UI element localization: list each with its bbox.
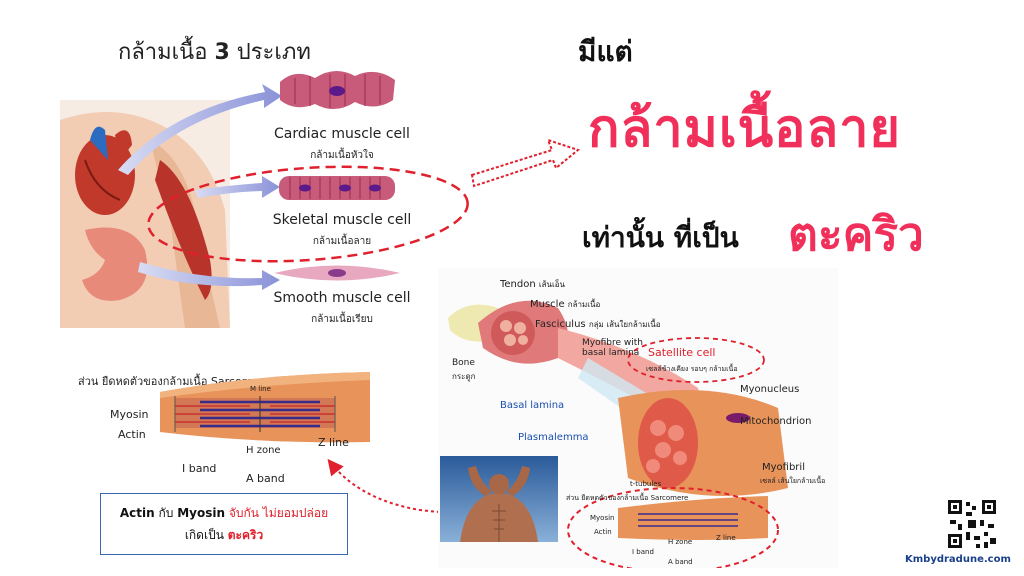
actin-label: Actin	[118, 428, 146, 441]
headline-big: กล้ามเนื้อลาย	[588, 99, 901, 159]
i-band-label: I band	[182, 462, 217, 475]
satellite-label: Satellite cell	[648, 346, 716, 359]
tendon-label: Tendon เส้นเอ็น	[500, 279, 565, 290]
body-illustration	[60, 100, 230, 328]
arrow-to-headline	[470, 138, 581, 188]
myofibre-label-1: Myofibre with	[582, 338, 643, 348]
arrow-to-cardiac	[118, 84, 282, 175]
myofibril-th-label: เซลล์ เส้นใยกล้ามเนื้อ	[760, 477, 826, 485]
myosin-small-label: Myosin	[590, 514, 615, 522]
heart-icon	[75, 126, 135, 215]
fasciculus-label: Fasciculus กลุ่ม เส้นใยกล้ามเนื้อ	[535, 319, 661, 330]
skeletal-label: Skeletal muscle cell	[272, 212, 412, 228]
left-title: กล้ามเนื้อ 3 ประเภท	[118, 40, 311, 65]
mitochondrion-label: Mitochondrion	[740, 416, 812, 427]
smooth-label: Smooth muscle cell	[273, 290, 411, 306]
hzone-small-label: H zone	[668, 538, 693, 546]
satellite-th-label: เซลล์ข้างเคียง รอบๆ กล้ามเนื้อ	[646, 365, 738, 373]
website-label: Kmbydradune.com	[905, 554, 1011, 565]
skeletal-cell-icon	[279, 176, 395, 200]
arrow-to-sarcomere	[327, 458, 571, 514]
smooth-sub: กล้ามเนื้อเรียบ	[311, 314, 373, 325]
cardiac-cell-icon	[280, 70, 395, 110]
bone-label: Bone	[452, 358, 475, 368]
iband-small-label: I band	[632, 548, 654, 556]
z-line-label: Z line	[318, 436, 349, 449]
headline-prefix: มีแต่	[578, 35, 633, 68]
myonucleus-label: Myonucleus	[740, 384, 800, 395]
arrow-to-skeletal	[195, 176, 280, 198]
sarcomere-diagram	[160, 372, 370, 443]
cardiac-sub: กล้ามเนื้อหัวใจ	[310, 150, 374, 161]
myofibril-label: Myofibril	[762, 462, 805, 473]
info-box: Actin กับ Myosin จับกัน ไม่ยอมปล่อย เกิด…	[100, 493, 348, 555]
zline-small-label: Z line	[716, 534, 736, 542]
cardiac-label: Cardiac muscle cell	[274, 126, 410, 142]
arm-muscle-icon	[155, 160, 212, 300]
stomach-icon	[82, 227, 148, 301]
plasmalemma-label: Plasmalemma	[518, 432, 589, 443]
qr-code-icon	[946, 498, 998, 550]
myofibre-label-2: basal lamina	[582, 348, 640, 358]
headline-suffix: เท่านั้น ที่เป็น	[582, 221, 739, 254]
muscle-anatomy-illustration	[438, 268, 838, 568]
sarcomere-small-title: ส่วน ยืดหดตัวของกล้ามเนื้อ Sarcomere	[566, 494, 689, 502]
h-zone-label: H zone	[246, 445, 281, 456]
skeletal-sub: กล้ามเนื้อลาย	[312, 236, 372, 247]
arrow-to-smooth	[138, 262, 280, 290]
muscle-anatomy-label: Muscle กล้ามเนื้อ	[530, 299, 601, 310]
aband-small-label: A band	[668, 558, 693, 566]
bone-th-label: กระดูก	[452, 372, 476, 381]
t-tubules-label: t-tubules	[630, 480, 662, 488]
smooth-cell-icon	[274, 265, 400, 281]
basal-lamina-label: Basal lamina	[500, 400, 565, 411]
m-line-label: M line	[250, 385, 271, 393]
headline-cramp: ตะคริว	[788, 207, 924, 261]
actin-small-label: Actin	[594, 528, 612, 536]
skeletal-highlight-ellipse	[147, 165, 469, 263]
bodybuilder-photo	[440, 456, 558, 542]
a-band-label: A band	[246, 472, 285, 485]
myosin-label: Myosin	[110, 408, 149, 421]
